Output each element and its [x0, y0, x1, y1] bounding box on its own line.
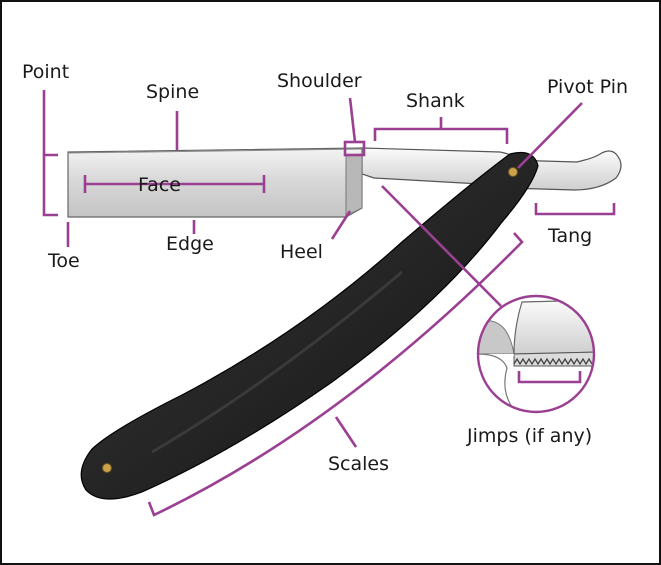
label-pivot-pin: Pivot Pin	[547, 76, 628, 98]
shank-bracket	[373, 117, 509, 144]
shoulder-box	[343, 140, 366, 157]
label-heel: Heel	[280, 241, 323, 263]
blade-shape	[67, 147, 363, 218]
label-face: Face	[138, 174, 181, 196]
scales-bracket	[147, 232, 524, 517]
pivot-pin-leader	[517, 102, 583, 169]
label-shank: Shank	[406, 90, 465, 112]
face-arrow	[83, 175, 266, 193]
label-toe: Toe	[47, 250, 80, 272]
label-spine: Spine	[146, 81, 199, 103]
label-tang: Tang	[547, 225, 592, 247]
jimps-bracket	[517, 371, 582, 384]
end-pin-shape	[102, 463, 112, 473]
blade-spine-line	[67, 148, 363, 154]
tang-bracket	[534, 203, 616, 216]
label-shoulder: Shoulder	[277, 70, 362, 92]
heel-leader	[330, 210, 352, 240]
jimps-zoom-inset	[476, 294, 596, 414]
point-bracket	[42, 153, 58, 217]
label-point: Point	[22, 61, 69, 83]
label-scales: Scales	[328, 453, 389, 475]
pivot-pin-shape	[508, 167, 518, 177]
scales-leader	[334, 416, 358, 448]
scales-shape	[80, 151, 539, 500]
heel-shape	[345, 153, 363, 217]
shoulder-leader	[348, 97, 357, 143]
scales-highlight	[151, 270, 403, 454]
tang-shape	[506, 150, 622, 191]
jimps-pointer	[381, 185, 502, 307]
label-edge: Edge	[166, 233, 214, 255]
label-jimps: Jimps (if any)	[466, 425, 592, 447]
